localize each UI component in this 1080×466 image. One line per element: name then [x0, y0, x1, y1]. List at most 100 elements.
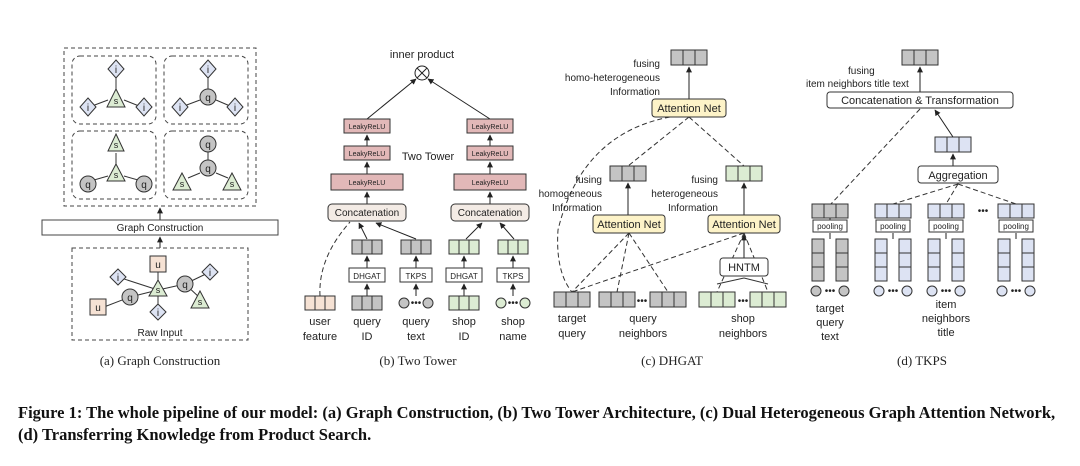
- svg-text:q: q: [127, 293, 133, 304]
- caption-panel-d: (d) TKPS: [897, 353, 947, 368]
- two-tower-label: Two Tower: [402, 151, 455, 163]
- query-neighbors-embeddings: •••: [598, 291, 687, 308]
- query-id-embedding: [351, 295, 383, 311]
- svg-text:text: text: [821, 331, 839, 343]
- svg-text:fusing: fusing: [575, 175, 602, 186]
- embedding-shop-dhgat: [448, 239, 480, 255]
- svg-text:•••: •••: [637, 296, 648, 307]
- svg-text:i: i: [117, 273, 119, 284]
- svg-text:Concatenation: Concatenation: [458, 208, 523, 219]
- svg-text:Concatenation & Transformation: Concatenation & Transformation: [841, 95, 999, 107]
- svg-text:LeakyReLU: LeakyReLU: [472, 124, 509, 131]
- svg-text:pooling: pooling: [817, 222, 843, 231]
- svg-text:i: i: [157, 308, 159, 319]
- svg-text:fusing: fusing: [848, 66, 875, 77]
- svg-text:q: q: [205, 164, 211, 175]
- svg-text:•••: •••: [738, 296, 749, 307]
- svg-text:query: query: [353, 316, 381, 328]
- svg-text:TKPS: TKPS: [503, 272, 524, 281]
- panel-b-two-tower: inner product LeakyReLU LeakyReLU LeakyR…: [303, 49, 531, 343]
- svg-text:s: s: [156, 285, 161, 295]
- svg-text:•••: •••: [888, 286, 899, 297]
- pipeline-figure: i i i s i i i q: [41, 47, 1036, 343]
- svg-text:i: i: [115, 65, 117, 76]
- inner-product-label: inner product: [390, 49, 454, 61]
- embedding-query-tkps: [400, 239, 432, 255]
- svg-text:ID: ID: [362, 331, 373, 343]
- item-title-column-3: pooling •••: [996, 203, 1036, 297]
- svg-text:Aggregation: Aggregation: [928, 170, 987, 182]
- aggregation-box: [917, 165, 999, 184]
- svg-text:Information: Information: [552, 203, 602, 214]
- svg-text:fusing: fusing: [691, 175, 718, 186]
- svg-text:text: text: [407, 331, 425, 343]
- svg-text:neighbors: neighbors: [719, 328, 768, 340]
- shop-neighbors-embeddings: •••: [698, 277, 787, 308]
- svg-text:u: u: [155, 260, 161, 271]
- svg-text:•••: •••: [825, 286, 836, 297]
- svg-text:user: user: [309, 316, 331, 328]
- svg-text:Concatenation: Concatenation: [335, 208, 400, 219]
- svg-text:i: i: [234, 103, 236, 114]
- svg-text:title: title: [937, 327, 954, 339]
- svg-text:query: query: [402, 316, 430, 328]
- svg-text:neighbors: neighbors: [619, 328, 668, 340]
- embedding-shop-tkps: [497, 239, 529, 255]
- subgraph-query-shop: q q s s: [163, 130, 249, 200]
- svg-text:q: q: [85, 180, 91, 191]
- caption-panel-b: (b) Two Tower: [379, 353, 457, 368]
- svg-text:item neighbors title text: item neighbors title text: [806, 79, 909, 90]
- svg-text:Attention Net: Attention Net: [657, 103, 721, 115]
- dhgat-output-embedding: [670, 49, 708, 66]
- svg-text:query: query: [558, 328, 586, 340]
- svg-text:homogeneous: homogeneous: [539, 189, 602, 200]
- item-title-column-2: pooling •••: [926, 203, 966, 297]
- svg-text:feature: feature: [303, 331, 337, 343]
- svg-text:query: query: [629, 313, 657, 325]
- svg-text:item: item: [936, 299, 957, 311]
- raw-input-label: Raw Input: [137, 328, 182, 339]
- svg-text:LeakyReLU: LeakyReLU: [349, 180, 386, 187]
- svg-text:i: i: [179, 103, 181, 114]
- user-feature-embedding: [304, 295, 336, 311]
- svg-text:DHGAT: DHGAT: [353, 272, 381, 281]
- svg-text:LeakyReLU: LeakyReLU: [349, 151, 386, 158]
- svg-text:shop: shop: [501, 316, 525, 328]
- svg-text:shop: shop: [731, 313, 755, 325]
- svg-text:name: name: [499, 331, 527, 343]
- svg-text:q: q: [141, 180, 147, 191]
- svg-text:shop: shop: [452, 316, 476, 328]
- svg-text:s: s: [230, 179, 235, 189]
- target-query-embedding: [553, 291, 591, 308]
- concat-transform-box: [826, 91, 1014, 109]
- svg-text:target: target: [558, 313, 586, 325]
- svg-text:ID: ID: [459, 331, 470, 343]
- shop-id-embedding: [448, 295, 480, 311]
- subgraph-shop-centric: s s q q: [71, 130, 157, 200]
- svg-text:DHGAT: DHGAT: [450, 272, 478, 281]
- panel-d-tkps: fusing item neighbors title text Concate…: [806, 49, 1036, 343]
- svg-text:s: s: [114, 170, 119, 180]
- svg-text:pooling: pooling: [933, 222, 959, 231]
- subgraph-query-centric: i i i q: [163, 55, 249, 125]
- svg-text:s: s: [114, 140, 119, 150]
- svg-text:Information: Information: [610, 87, 660, 98]
- svg-text:neighbors: neighbors: [922, 313, 971, 325]
- heterogeneous-embedding: [725, 165, 763, 182]
- svg-text:s: s: [198, 297, 203, 307]
- panel-a-graph-construction: i i i s i i i q: [41, 47, 279, 341]
- svg-text:i: i: [143, 103, 145, 114]
- svg-text:•••: •••: [508, 298, 519, 309]
- svg-text:target: target: [816, 303, 844, 315]
- panel-c-dhgat: fusing homo-heterogeneous Information At…: [539, 49, 787, 340]
- svg-text:s: s: [180, 179, 185, 189]
- svg-text:query: query: [816, 317, 844, 329]
- svg-text:HNTM: HNTM: [728, 262, 760, 274]
- svg-text:q: q: [205, 93, 211, 104]
- tkps-output-embedding: [901, 49, 939, 66]
- svg-text:u: u: [95, 303, 101, 314]
- query-text-tokens: •••: [398, 297, 434, 309]
- svg-text:s: s: [114, 96, 119, 106]
- graph-construction-label: Graph Construction: [117, 223, 204, 234]
- svg-text:homo-heterogeneous: homo-heterogeneous: [565, 73, 660, 84]
